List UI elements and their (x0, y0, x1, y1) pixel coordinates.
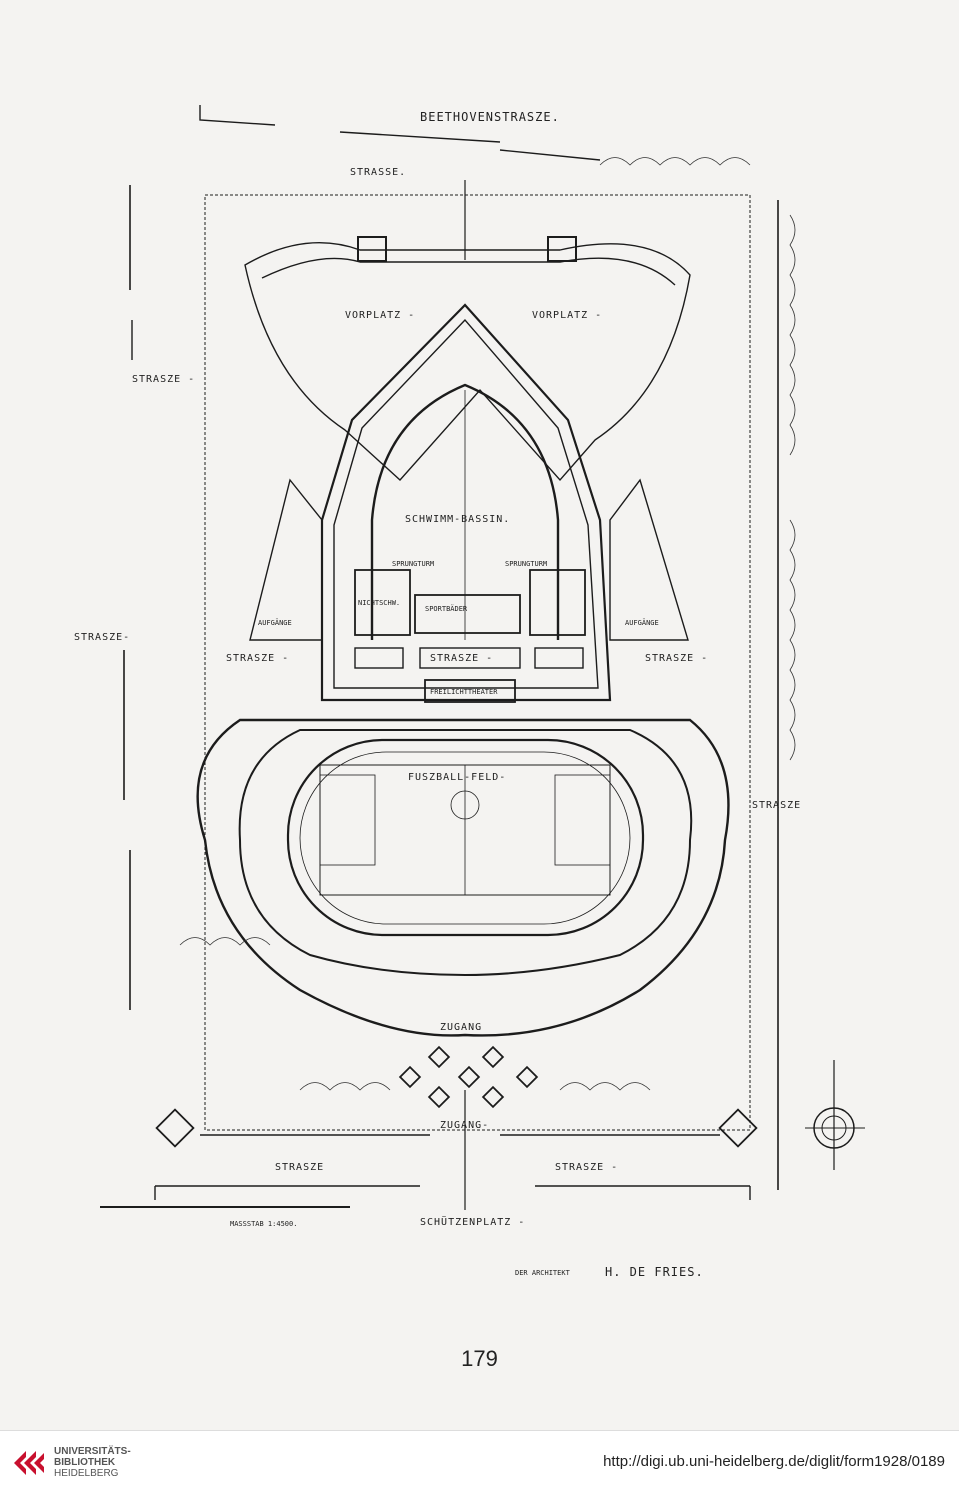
logo-line-1: UNIVERSITÄTS- (54, 1446, 131, 1457)
label-sprungturm-left: SPRUNGTURM (392, 560, 434, 568)
label-beethovenstrasse: BEETHOVENSTRASZE. (420, 110, 560, 124)
label-strasse-mid-right: STRASZE - (645, 653, 708, 664)
label-strasse-right: STRASZE (752, 800, 801, 811)
label-strasse-top: STRASSE. (350, 167, 406, 178)
footer-bar: UNIVERSITÄTS- BIBLIOTHEK HEIDELBERG http… (0, 1430, 959, 1496)
label-zugang-mid: ZUGANG (440, 1022, 482, 1033)
logo-line-2: BIBLIOTHEK (54, 1457, 116, 1468)
label-architekt-prefix: DER ARCHITEKT (515, 1269, 571, 1277)
label-architekt-name: H. DE FRIES. (605, 1265, 704, 1279)
site-plan-drawing: BEETHOVENSTRASZE. STRASSE. VORPLATZ - VO… (74, 105, 865, 1279)
label-strasse-bottom-right: STRASZE - (555, 1162, 618, 1173)
label-strasse-bottom-left: STRASZE (275, 1162, 324, 1173)
library-logo-icon (14, 1451, 44, 1475)
label-strasse-left-lower: STRASZE- (74, 632, 130, 643)
label-strasse-mid-center: STRASZE - (430, 653, 493, 664)
label-schwimm-bassin: SCHWIMM-BASSIN. (405, 514, 510, 525)
label-massstab: MASSSTAB 1:4500. (230, 1220, 297, 1228)
label-vorplatz-right: VORPLATZ - (532, 310, 602, 321)
logo-line-3: HEIDELBERG (54, 1468, 119, 1479)
label-vorplatz-left: VORPLATZ - (345, 310, 415, 321)
permalink-url[interactable]: http://digi.ub.uni-heidelberg.de/diglit/… (603, 1453, 945, 1470)
label-aufgaenge-left: AUFGÄNGE (258, 618, 292, 627)
label-strasse-left-upper: STRASZE - (132, 374, 195, 385)
label-aufgaenge-right: AUFGÄNGE (625, 618, 659, 627)
label-zugang-low: ZUGANG- (440, 1120, 489, 1131)
label-fussball-feld: FUSZBALL-FELD- (408, 772, 506, 783)
label-nichtschwimmer: NICHTSCHW. (358, 599, 400, 607)
label-sprungturm-right: SPRUNGTURM (505, 560, 547, 568)
label-freilichttheater: FREILICHTTHEATER (430, 688, 498, 696)
label-sportbaeder: SPORTBÄDER (425, 604, 468, 613)
label-schuetzenplatz: SCHÜTZENPLATZ - (420, 1215, 525, 1228)
label-strasse-mid-left: STRASZE - (226, 653, 289, 664)
page-number: 179 (461, 1346, 498, 1371)
library-logo-text: UNIVERSITÄTS- BIBLIOTHEK HEIDELBERG (54, 1446, 131, 1479)
